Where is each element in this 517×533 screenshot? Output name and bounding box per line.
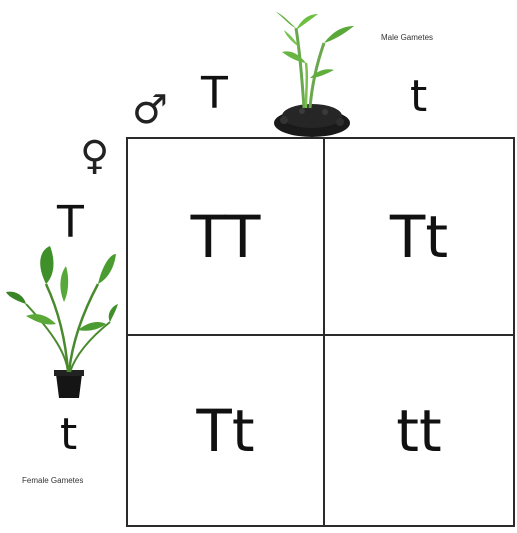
- male-allele-dominant: T: [201, 72, 228, 116]
- genotype-Tt-top: Tt: [390, 208, 448, 266]
- genotype-Tt-bottom: Tt: [196, 402, 254, 460]
- potted-plant-icon: [6, 244, 118, 400]
- genotype-TT: TT: [191, 208, 261, 266]
- genotype-tt: tt: [396, 402, 441, 460]
- cell-bottom-left: Tt: [128, 336, 323, 525]
- cell-bottom-right: tt: [325, 336, 513, 525]
- female-allele-recessive: t: [60, 413, 77, 457]
- male-symbol: ♂: [132, 90, 168, 130]
- cell-top-left: TT: [128, 139, 323, 334]
- seedling-in-soil-icon: [262, 8, 362, 138]
- cell-top-right: Tt: [325, 139, 513, 334]
- female-symbol: ♀: [80, 136, 109, 176]
- male-gametes-label: Male Gametes: [381, 33, 433, 42]
- female-allele-dominant: T: [57, 201, 84, 245]
- female-gametes-label: Female Gametes: [22, 476, 83, 485]
- male-allele-recessive: t: [410, 75, 427, 119]
